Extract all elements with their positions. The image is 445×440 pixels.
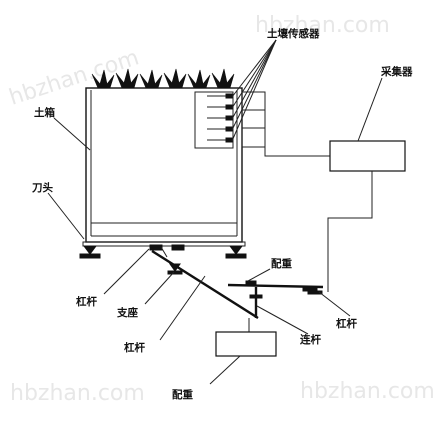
watermark-top: hbzhan.com — [255, 13, 390, 38]
collector-cable — [327, 171, 373, 292]
watermark-bottom-right: hbzhan.com — [300, 379, 435, 404]
watermark-left: hbzhan.com — [6, 45, 142, 110]
label-soil-sensor: 土壤传感器 — [267, 27, 320, 40]
label-counterweight-upper: 配重 — [271, 257, 292, 270]
main-lever — [151, 246, 259, 320]
collector-box — [329, 140, 406, 172]
label-lever-left: 杠杆 — [76, 295, 97, 308]
label-connecting-rod: 连杆 — [300, 333, 321, 346]
label-lever-lower: 杠杆 — [336, 317, 357, 330]
label-support: 支座 — [116, 306, 138, 319]
label-lever-middle: 杠杆 — [124, 341, 145, 354]
sensor-cable — [264, 129, 330, 157]
soil-sensor-array — [194, 91, 266, 149]
leader-lines — [47, 39, 383, 385]
lower-counterweight — [215, 318, 277, 357]
watermark-bottom-left: hbzhan.com — [10, 381, 145, 406]
base-frame — [79, 241, 247, 259]
label-counterweight-lower: 配重 — [172, 388, 193, 401]
label-collector: 采集器 — [380, 65, 413, 78]
plants — [91, 68, 235, 89]
soil-box — [85, 87, 243, 243]
right-lever-assembly — [227, 280, 324, 318]
label-soil-box: 土箱 — [34, 106, 55, 119]
label-knife-edge: 刀头 — [32, 181, 53, 194]
